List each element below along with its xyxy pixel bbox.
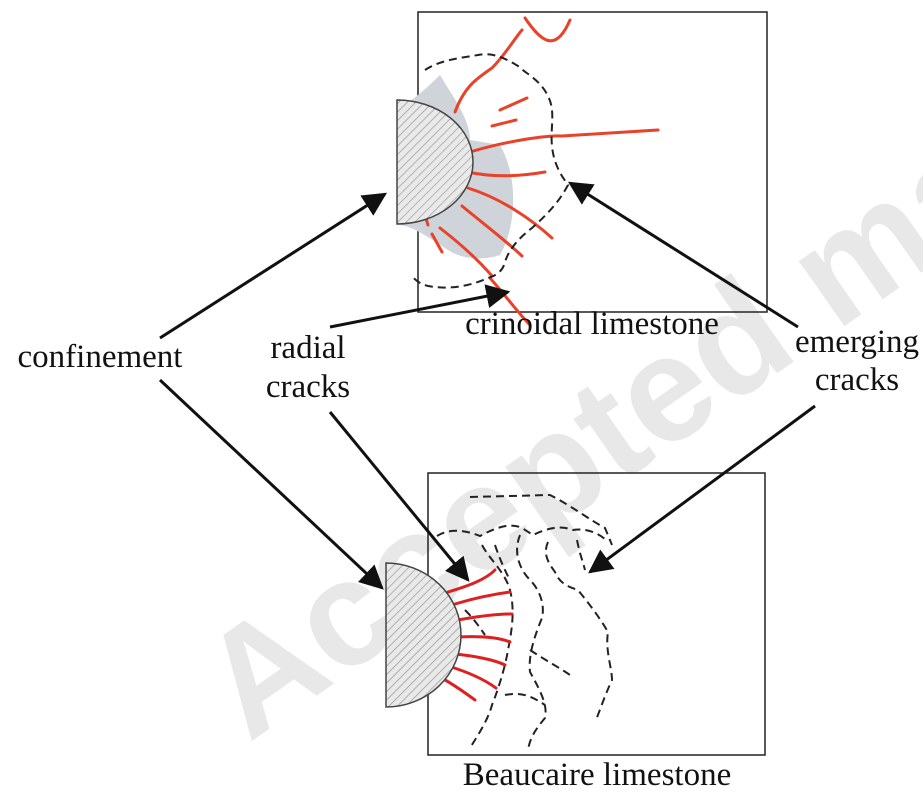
- radial-cracks-label-line1: radial: [270, 330, 345, 366]
- bottom-crack: [458, 637, 510, 642]
- top-crack: [525, 18, 570, 41]
- arrow-confinement-bottom: [160, 380, 382, 588]
- radial-cracks-label-line2: cracks: [266, 369, 350, 405]
- arrow-confinement-top: [160, 194, 385, 338]
- bottom-dashed-crack: [505, 694, 545, 705]
- emerging-cracks-label-line1: emerging: [795, 324, 919, 360]
- bottom-crack: [455, 654, 505, 665]
- bottom-panel-label: Beaucaire limestone: [463, 757, 731, 793]
- confinement-label: confinement: [18, 339, 183, 375]
- emerging-cracks-label-line2: cracks: [815, 362, 899, 398]
- top-panel-label: crinoidal limestone: [465, 306, 719, 342]
- bottom-dashed-crack: [530, 650, 570, 675]
- top-crack: [500, 98, 527, 110]
- top-crack: [455, 30, 522, 112]
- bottom-dashed-crack: [546, 542, 612, 720]
- top-crack: [492, 120, 516, 126]
